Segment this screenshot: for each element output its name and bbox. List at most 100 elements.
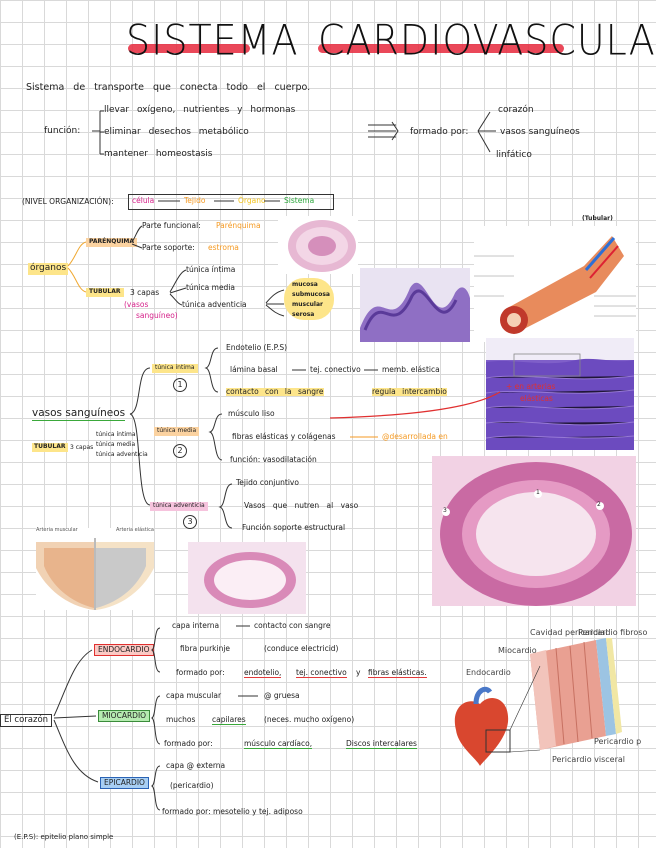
tubular-caption: (Tubular) — [582, 215, 613, 222]
mio-capa: capa muscular — [166, 691, 222, 700]
tubular-label: TUBULAR — [86, 288, 124, 297]
organos-label: órganos — [28, 263, 69, 275]
vasos-mini-tubular: TUBULAR — [32, 443, 68, 452]
arteria-muscular-label: Arteria muscular — [36, 527, 78, 533]
micrograph-note-1: + en arterias — [506, 382, 556, 391]
endo-formado: formado por: — [176, 668, 225, 677]
artery-histology-large — [432, 456, 636, 606]
adventicia-item-funcion: Función soporte estructural — [242, 523, 346, 532]
heart-label-pericardio-p: Pericardio p — [594, 737, 642, 746]
media-number: 2 — [173, 444, 187, 458]
nivel-step-celula: célula — [132, 196, 155, 205]
parte-funcional-label: Parte funcional: — [142, 221, 201, 230]
mio-discos: Discos intercalares — [346, 739, 417, 750]
arteria-elastica-label: Arteria elástica — [116, 527, 154, 533]
intima-item-lamina: lámina basal — [230, 365, 278, 374]
endo-contacto: contacto con sangre — [254, 621, 331, 630]
formado-label: formado por: — [410, 127, 469, 137]
vessel-wall-micrograph — [486, 338, 634, 450]
nivel-step-organo: Órgano — [238, 196, 266, 205]
mio-musculo: músculo cardíaco, — [244, 739, 313, 750]
layers-cloud — [284, 278, 334, 320]
media-item-fibras: fibras elásticas y colágenas — [232, 432, 336, 441]
heart-label-miocardio: Miocardio — [498, 646, 537, 655]
funcion-item-2: eliminar desechos metabólico — [104, 127, 249, 137]
footnote: (E.P.S): epitelio plano simple — [14, 833, 114, 841]
parte-soporte-value: estroma — [208, 243, 239, 252]
parte-soporte-label: Parte soporte: — [142, 243, 195, 252]
mio-neces: (neces. mucho oxígeno) — [264, 715, 355, 724]
endo-endotelio: endotelio, — [244, 668, 282, 679]
vein-histology-image — [188, 542, 306, 614]
intima-label: túnica íntima — [152, 364, 198, 373]
endocardio-label: ENDOCARDIO — [94, 644, 154, 657]
histo-label-2: 2 — [597, 501, 601, 508]
funcion-item-1: llevar oxígeno, nutrientes y hormonas — [104, 105, 296, 115]
vasos-mini-tunica-1: túnica íntima — [96, 431, 136, 438]
heart-label-fibroso: Pericardio fibroso — [578, 628, 648, 637]
intima-item-conectivo: tej. conectivo — [310, 365, 361, 374]
media-label: túnica media — [154, 427, 200, 436]
histo-label-1: 1 — [536, 489, 540, 496]
heart-label-endocardio: Endocardio — [466, 668, 511, 677]
page-title-part1: SISTEMA — [126, 15, 299, 65]
micrograph-note-2: elásticas — [520, 394, 553, 403]
intima-item-regula: regula intercambio — [372, 387, 447, 397]
endo-capa-interna: capa interna — [172, 621, 220, 630]
tubular-histology-image — [360, 268, 470, 342]
parenquima-label: PARÉNQUIMA — [86, 238, 138, 247]
capas-label: 3 capas — [130, 288, 160, 297]
funcion-label: función: — [44, 126, 81, 136]
title-highlight-1 — [128, 44, 250, 53]
tunica-3: túnica adventicia — [182, 300, 247, 309]
endo-fibra: fibra purkinje — [180, 644, 231, 653]
adventicia-item-tejido: Tejido conjuntivo — [236, 478, 299, 487]
vasos-note-2: sanguíneo) — [136, 311, 178, 320]
mio-muchos: muchos — [166, 715, 196, 724]
histo-label-3: 3 — [443, 507, 447, 514]
formado-item-2: vasos sanguíneos — [500, 127, 580, 137]
vasos-note-1: (vasos — [124, 300, 149, 309]
adventicia-number: 3 — [183, 515, 197, 529]
layer-1: mucosa — [292, 281, 318, 288]
vasos-mini-tunica-3: túnica adventicia — [96, 451, 148, 458]
intima-item-endotelio: Endotelio (E.P.S) — [226, 343, 288, 352]
endo-conduce: (conduce electricid) — [264, 644, 339, 653]
artery-comparison-diagram — [36, 528, 154, 610]
page-title-part2: CARDIOVASCULAR — [318, 15, 656, 65]
endo-conectivo: tej. conectivo — [296, 668, 347, 679]
vasos-label: vasos sanguíneos — [32, 407, 126, 421]
nivel-step-tejido: Tejido — [184, 196, 206, 205]
heart-layers-diagram — [446, 626, 656, 774]
layer-2: submucosa — [292, 291, 330, 298]
title-highlight-2 — [318, 44, 564, 53]
layer-3: muscular — [292, 301, 323, 308]
parte-funcional-value: Parénquima — [216, 221, 261, 230]
corazon-label: El corazón — [0, 714, 53, 728]
formado-item-1: corazón — [498, 105, 534, 115]
adventicia-label: túnica adventicia — [150, 502, 208, 511]
heart-label-cavidad: Cavidad pericardial — [530, 628, 608, 637]
intima-item-contacto: contacto con la sangre — [226, 387, 324, 397]
formado-item-3: linfático — [496, 150, 532, 160]
mio-formado: formado por: — [164, 739, 213, 748]
media-item-funcion: función: vasodilatación — [230, 455, 317, 464]
miocardio-label: MIOCARDIO — [98, 710, 151, 723]
mio-capilares: capilares — [212, 715, 246, 726]
layer-4: serosa — [292, 311, 315, 318]
endo-fibras: fibras elásticas. — [368, 668, 427, 679]
heart-label-visceral: Pericardio visceral — [552, 755, 626, 764]
epi-formado: formado por: mesotelio y tej. adiposo — [162, 807, 303, 816]
epi-capa: capa @ externa — [166, 761, 226, 770]
nivel-step-sistema: Sistema — [284, 196, 315, 205]
mio-gruesa: @ gruesa — [264, 691, 300, 700]
blood-vessel-diagram — [474, 226, 636, 342]
vasos-mini-tunica-2: túnica media — [96, 441, 136, 448]
adventicia-item-vasos: Vasos que nutren al vaso — [244, 501, 359, 510]
media-item-musculo: músculo liso — [228, 409, 275, 418]
tunica-2: túnica media — [186, 283, 235, 292]
intro-text: Sistema de transporte que conecta todo e… — [26, 82, 311, 93]
epicardio-label: EPICARDIO — [100, 777, 149, 790]
media-item-desarrollada: @desarrollada en — [382, 432, 448, 441]
endo-y: y — [356, 668, 361, 677]
